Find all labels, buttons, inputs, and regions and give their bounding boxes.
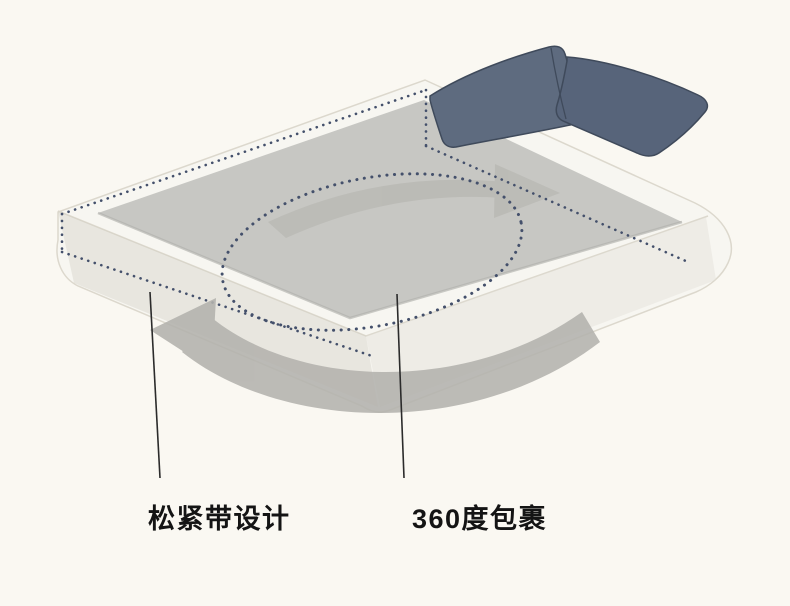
elastic-band-design-label: 松紧带设计 [148,504,291,534]
leader-line-wrap [396,293,405,479]
leader-line-elastic [149,291,161,479]
pillow-seam [550,47,567,120]
wrap-dotted-ellipse [220,172,524,332]
pillow-right [555,56,709,157]
sheet-front-right-face [366,217,716,407]
mattress-top-edge [97,211,683,320]
hidden-edge-dotted-lines [60,88,690,358]
rotation-arrow-bottom [150,298,600,414]
sheet-front-left-face [58,211,378,407]
wrap-360-degree-label: 360度包裹 [412,504,548,534]
sheet-crease [57,210,709,337]
